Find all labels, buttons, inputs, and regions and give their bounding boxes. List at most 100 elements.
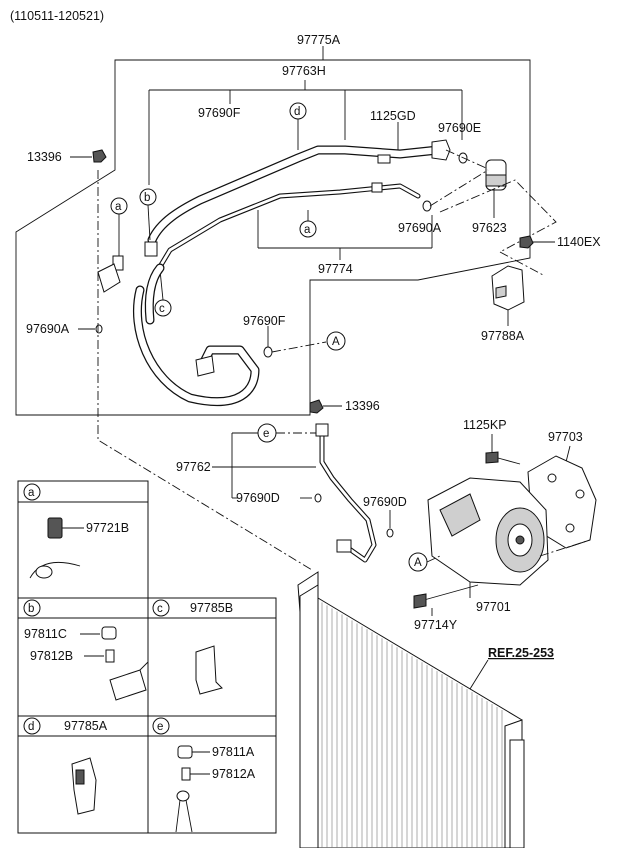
inset-c-part: 97785B xyxy=(190,601,233,615)
part-label-97788A: 97788A xyxy=(481,329,525,343)
part-97788A-detail xyxy=(495,285,507,299)
guide-A-top xyxy=(271,341,327,353)
leader-97703 xyxy=(565,445,571,463)
hose-97763H-inner xyxy=(148,146,442,244)
part-label-97690D-left: 97690D xyxy=(236,491,280,505)
part-label-97774: 97774 xyxy=(318,262,353,276)
condenser-core xyxy=(317,597,523,848)
part-label-97623: 97623 xyxy=(472,221,507,235)
inset-a-letter-bubble xyxy=(23,483,41,501)
inset-c-letter: c xyxy=(157,603,163,615)
condenser-fins xyxy=(321,602,503,848)
inset-b-fitting xyxy=(109,669,147,701)
part-label-97701: 97701 xyxy=(476,600,511,614)
part-label-97703: 97703 xyxy=(548,430,583,444)
part-label-97690E: 97690E xyxy=(438,121,481,135)
inset-a-box xyxy=(17,480,149,599)
bolt-1125KP-head xyxy=(485,451,499,464)
part-label-97714Y: 97714Y xyxy=(414,618,458,632)
inset-b-part1: 97811C xyxy=(24,627,67,641)
part-label-1140EX: 1140EX xyxy=(557,235,601,249)
left-fitting xyxy=(97,263,121,293)
ref-label: REF.25-253 xyxy=(488,646,554,660)
inset-d-letter-bubble xyxy=(23,717,41,735)
guide-line-left-to-condenser xyxy=(97,170,313,571)
bracket-97703-hole-2 xyxy=(575,489,585,499)
bolt-1140EX xyxy=(519,235,534,249)
inset-e-box xyxy=(147,715,277,834)
inset-b-part2: 97812B xyxy=(30,649,73,663)
inset-e-fitting xyxy=(176,790,190,802)
sensor-97721B xyxy=(47,517,63,539)
bolt-97714Y-shank xyxy=(423,584,479,601)
inset-d-letter: d xyxy=(28,721,34,733)
part-label-97690A-right: 97690A xyxy=(398,221,442,235)
cap-97811A xyxy=(177,745,193,759)
leader-ref xyxy=(469,659,489,690)
bolt-1125KP-shank xyxy=(497,457,521,465)
callout-b-main-leader xyxy=(147,204,151,241)
inset-c-letter-bubble xyxy=(152,599,170,617)
callout-a-left-label: a xyxy=(115,201,122,213)
inset-d-part: 97785A xyxy=(64,719,108,733)
part-label-97690F-top: 97690F xyxy=(198,106,241,120)
guide-line-2 xyxy=(445,149,487,169)
oring-97690A-right xyxy=(422,200,432,212)
condenser xyxy=(297,571,525,848)
part-label-13396-top: 13396 xyxy=(27,150,62,164)
inset-e-letter-bubble xyxy=(152,717,170,735)
part-label-97690D-right: 97690D xyxy=(363,495,407,509)
inset-panel: a 97721B b 97811C 97812B c 97785B d 9778… xyxy=(17,480,277,834)
service-valve-b xyxy=(144,241,158,257)
clip-97785B xyxy=(195,645,223,695)
pipe-97762-inner xyxy=(320,426,376,562)
callout-c-main-label: c xyxy=(159,303,165,315)
callout-e-main-label: e xyxy=(263,428,269,440)
bolt-97714Y-head xyxy=(413,593,427,609)
callout-a-main-label: a xyxy=(304,224,311,236)
guide-line-1 xyxy=(429,169,489,207)
suction-hose-inner xyxy=(134,286,259,405)
part-label-1125GD: 1125GD xyxy=(370,109,416,123)
callout-d-label: d xyxy=(294,106,300,118)
callout-b-main-label: b xyxy=(144,192,150,204)
guide-line-4 xyxy=(499,251,546,277)
part-label-97763H: 97763H xyxy=(282,64,326,78)
part-label-97762: 97762 xyxy=(176,460,211,474)
inset-e-part2: 97812A xyxy=(212,767,256,781)
part-97788A xyxy=(491,265,525,311)
inset-e-pipe xyxy=(175,799,193,833)
grommet-13396-top xyxy=(92,149,107,163)
hose-link-inner xyxy=(146,264,164,324)
inset-b-letter: b xyxy=(28,603,34,615)
bracket-97703-hole-1 xyxy=(547,473,557,483)
condenser-receiver-tube xyxy=(509,739,525,848)
pipe-97774-inner xyxy=(156,184,420,272)
core-97812A xyxy=(181,767,191,781)
part-label-97690F-mid: 97690F xyxy=(243,314,286,328)
compressor-97701-hub xyxy=(515,535,525,545)
callout-A-top-label: A xyxy=(332,336,340,348)
pipe-clip-97774 xyxy=(371,182,383,193)
part-label-97690A-left: 97690A xyxy=(26,322,70,336)
part-label-1125KP: 1125KP xyxy=(463,418,507,432)
hose-fitting-end xyxy=(195,355,215,377)
bolt-1125GD xyxy=(377,154,391,164)
cap-97811C xyxy=(101,626,117,640)
oring-97690F-mid xyxy=(263,346,273,358)
part-label-97775A: 97775A xyxy=(297,33,341,47)
part-label-13396-mid: 13396 xyxy=(345,399,380,413)
oring-97690D-right xyxy=(386,528,394,538)
condenser-left-tank xyxy=(299,584,319,848)
inset-b-letter-bubble xyxy=(23,599,41,617)
oring-97690D-left xyxy=(314,493,322,503)
guide-compressor-bracket xyxy=(539,539,591,557)
pressure-sensor-a xyxy=(112,255,124,271)
inset-e-letter: e xyxy=(157,721,163,733)
assembly-boundary xyxy=(15,59,531,416)
date-range-header: (110511-120521) xyxy=(10,9,104,23)
core-97812B xyxy=(105,649,115,663)
fitting-97762-bottom xyxy=(336,539,352,553)
fitting-97762-top xyxy=(315,423,329,437)
